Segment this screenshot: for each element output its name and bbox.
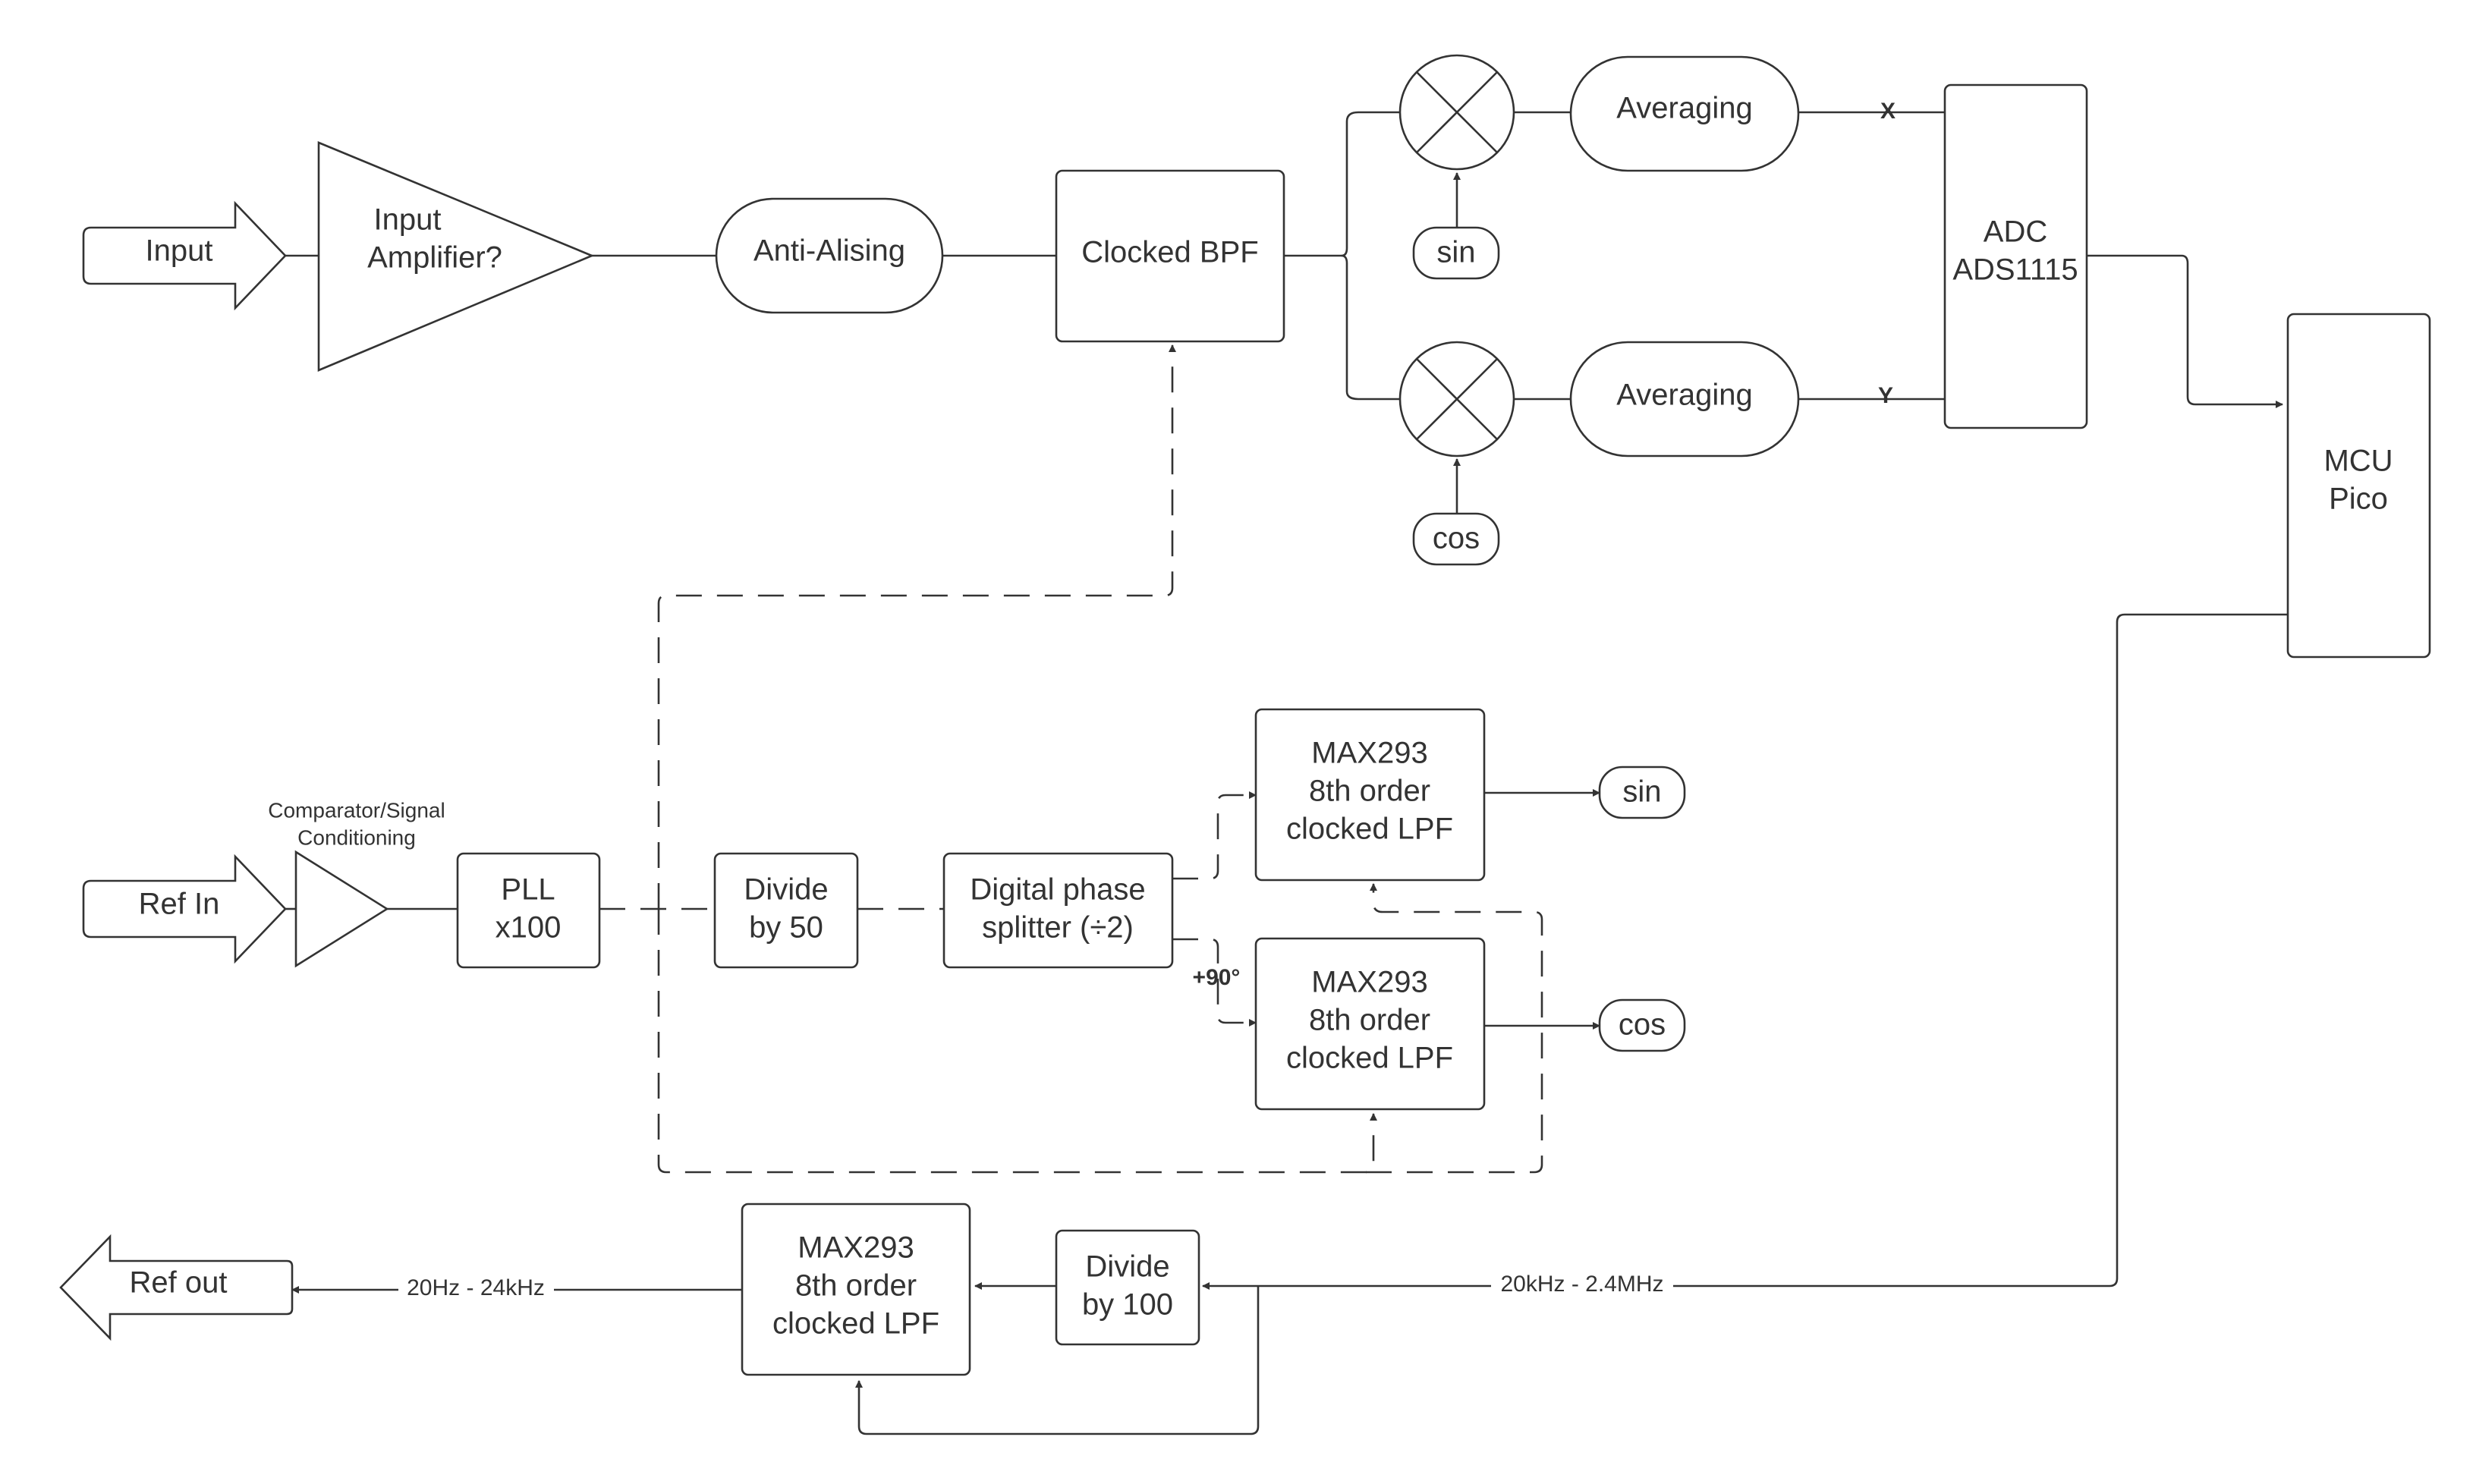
wire-mcu-to-divider <box>1202 613 2288 1290</box>
lpf-sin-label-line2: 8th order <box>1309 775 1430 808</box>
lpf-ref-label-line1: MAX293 <box>798 1231 914 1265</box>
plus-90-label: +90° <box>1193 965 1241 990</box>
mcu-pico: MCU Pico <box>2286 313 2431 659</box>
splitter-label-line1: Digital phase <box>970 873 1145 907</box>
amp-label-line2: Amplifier? <box>367 241 502 275</box>
clock-to-bpf <box>657 344 1176 909</box>
pll-label-line2: x100 <box>496 911 562 945</box>
wire-adc-to-mcu <box>2087 254 2283 408</box>
freq-out-label-group: 20Hz - 24kHz <box>398 1275 554 1305</box>
sin-output: sin <box>1598 766 1686 819</box>
lpf-ref-label-line2: 8th order <box>795 1269 917 1303</box>
freq-out-label: 20Hz - 24kHz <box>407 1275 545 1300</box>
input-port: Input <box>82 200 287 311</box>
lpf-sin-label-line1: MAX293 <box>1311 737 1427 770</box>
adc-label-line2: ADS1115 <box>1952 253 2078 287</box>
digital-phase-splitter: Digital phase splitter (÷2) <box>942 852 1174 969</box>
averaging-y-label: Averaging <box>1616 379 1752 412</box>
cos-output: cos <box>1598 998 1686 1052</box>
lpf-sin: MAX293 8th order clocked LPF <box>1254 708 1486 882</box>
splitter-to-lpf-cos <box>1172 938 1257 1027</box>
sin-output-label: sin <box>1622 775 1661 809</box>
pll-x100: PLL x100 <box>456 852 601 969</box>
wire-bpf-to-mixer-x <box>1284 111 1400 257</box>
lpf-sin-label-line3: clocked LPF <box>1286 813 1453 846</box>
y-channel-label: Y <box>1878 383 1893 408</box>
divide-50-label-line2: by 50 <box>749 911 823 945</box>
sin-tag-top-label: sin <box>1436 236 1475 269</box>
ref-out-port: Ref out <box>59 1234 294 1341</box>
lpf-cos-label-line3: clocked LPF <box>1286 1042 1453 1075</box>
mixer-y <box>1398 341 1515 457</box>
divide-100-label-line1: Divide <box>1085 1250 1169 1284</box>
ref-in-label: Ref In <box>139 888 220 921</box>
clock-lines <box>599 344 1543 1174</box>
mcu-label-line1: MCU <box>2323 445 2393 478</box>
anti-aliasing-filter: Anti-Alising <box>715 197 944 314</box>
splitter-label-line2: splitter (÷2) <box>982 911 1134 945</box>
freq-in-label: 20kHz - 2.4MHz <box>1500 1272 1663 1297</box>
lpf-cos: MAX293 8th order clocked LPF <box>1254 937 1486 1111</box>
lpf-cos-label-line2: 8th order <box>1309 1004 1430 1037</box>
connectors <box>285 111 2288 1435</box>
divide-100-label-line2: by 100 <box>1082 1288 1173 1322</box>
lpf-ref-label-line3: clocked LPF <box>772 1307 939 1341</box>
averaging-x-label: Averaging <box>1616 92 1752 125</box>
sin-tag-top: sin <box>1412 226 1500 280</box>
clock-to-lpf-sin <box>1366 883 1543 1174</box>
cos-output-label: cos <box>1619 1008 1666 1042</box>
pll-label-line1: PLL <box>501 873 555 907</box>
comparator-caption-line1: Comparator/Signal <box>268 798 445 822</box>
clocked-bpf: Clocked BPF <box>1055 169 1285 343</box>
freq-in-label-group: 20kHz - 2.4MHz <box>1491 1271 1673 1301</box>
lpf-ref: MAX293 8th order clocked LPF <box>741 1203 971 1376</box>
ref-out-label: Ref out <box>130 1266 228 1300</box>
comparator <box>294 850 389 968</box>
amp-label-line1: Input <box>374 203 442 237</box>
splitter-to-lpf-sin <box>1172 791 1257 880</box>
divide-by-100: Divide by 100 <box>1055 1229 1200 1346</box>
averaging-x: Averaging <box>1569 55 1800 172</box>
wire-bpf-to-mixer-y <box>1341 254 1400 401</box>
divide-50-label-line1: Divide <box>744 873 828 907</box>
clock-to-lpf-cos <box>657 909 1377 1174</box>
divide-by-50: Divide by 50 <box>713 852 859 969</box>
lpf-cos-label-line1: MAX293 <box>1311 966 1427 999</box>
wire-clock-to-ref-lpf <box>855 1286 1260 1435</box>
adc-ads1115: ADC ADS1115 <box>1943 83 2088 429</box>
anti-aliasing-label: Anti-Alising <box>753 234 905 268</box>
averaging-y: Averaging <box>1569 341 1800 457</box>
input-label: Input <box>146 234 213 268</box>
adc-label-line1: ADC <box>1984 215 2047 249</box>
clocked-bpf-label: Clocked BPF <box>1081 236 1258 269</box>
mixer-x <box>1398 54 1515 171</box>
comparator-caption-line2: Conditioning <box>297 825 416 849</box>
ref-in-port: Ref In <box>82 854 287 964</box>
input-amplifier: Input Amplifier? <box>317 141 595 372</box>
cos-tag-top: cos <box>1412 512 1500 566</box>
x-channel-label: X <box>1880 99 1896 124</box>
cos-tag-top-label: cos <box>1433 522 1480 555</box>
mcu-label-line2: Pico <box>2329 483 2388 516</box>
